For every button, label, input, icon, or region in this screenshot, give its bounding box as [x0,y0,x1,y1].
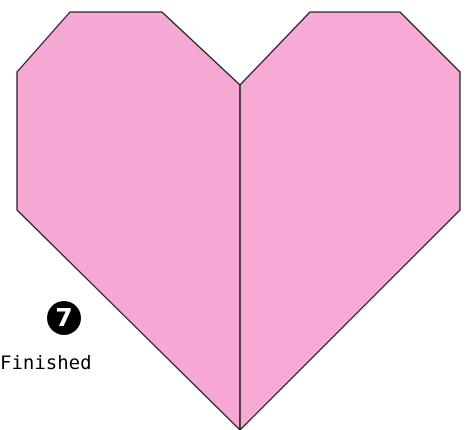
step-caption: Finished [0,352,92,374]
heart-right-panel [240,12,460,430]
step-number-badge: 7 [47,301,81,335]
